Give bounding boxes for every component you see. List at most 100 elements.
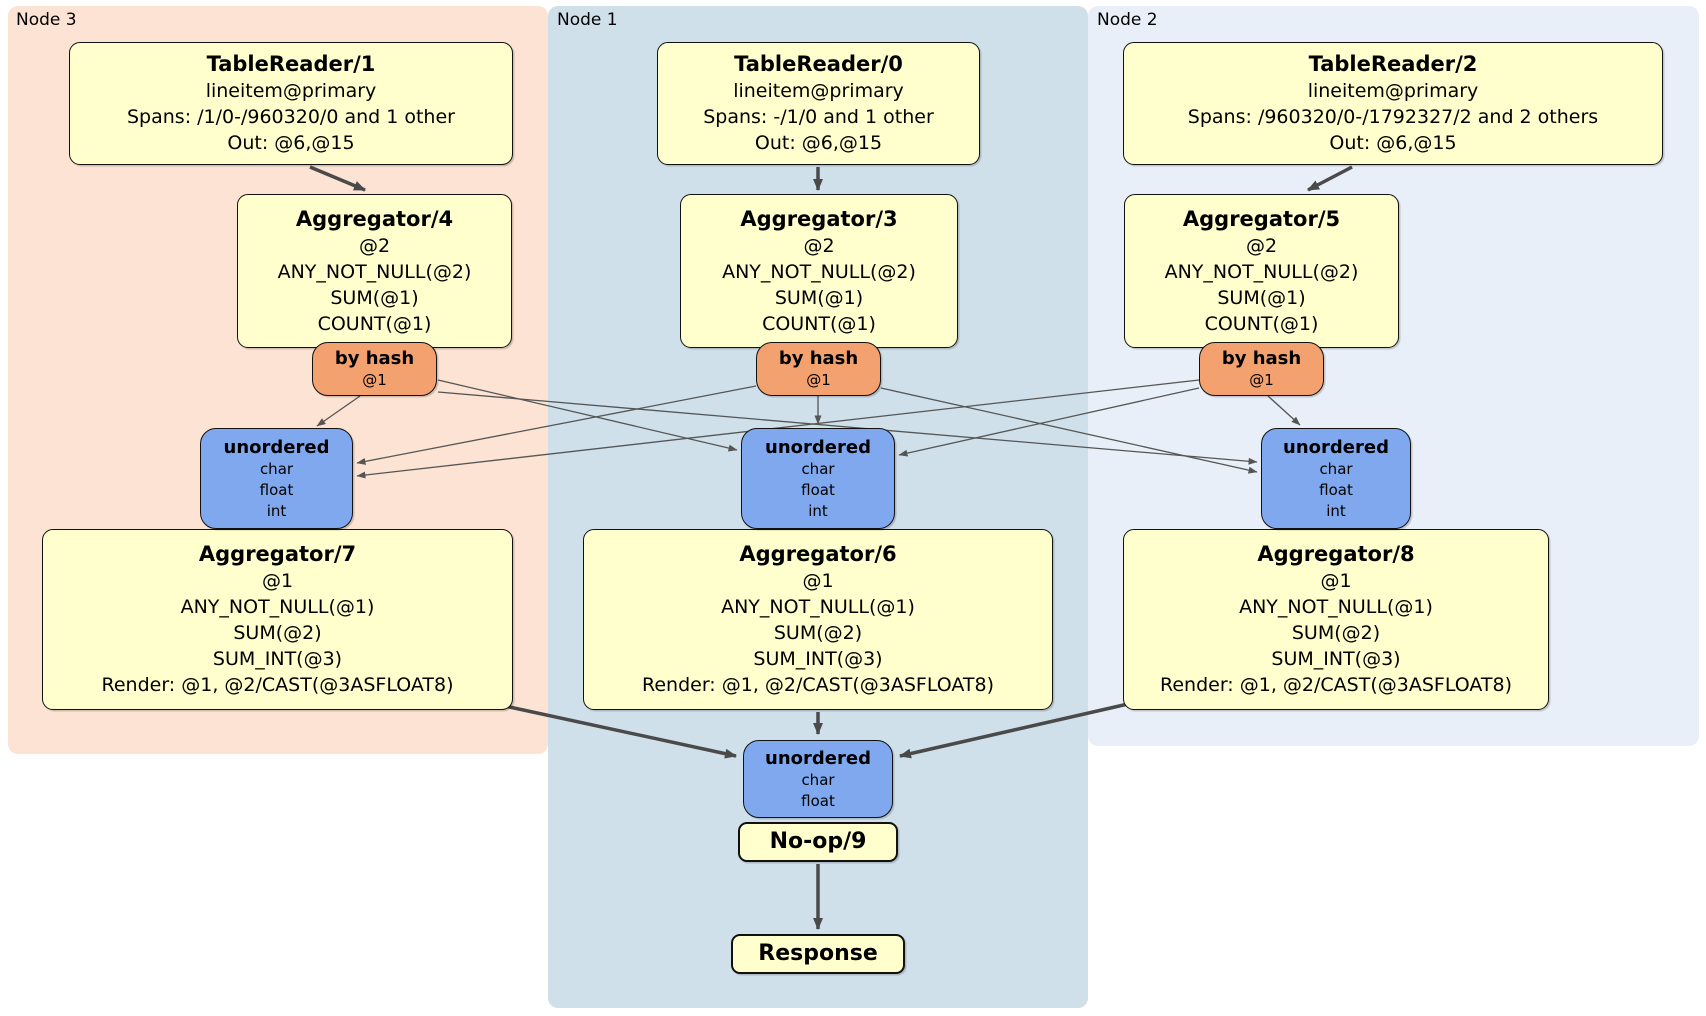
box-line: ANY_NOT_NULL(@2)	[277, 260, 472, 283]
processor-aggregator-7: Aggregator/7 @1 ANY_NOT_NULL(@1) SUM(@2)…	[42, 529, 513, 710]
box-line: lineitem@primary	[1307, 80, 1479, 102]
box-line: SUM_INT(@3)	[753, 648, 883, 670]
processor-tablereader-2: TableReader/2 lineitem@primary Spans: /9…	[1123, 42, 1663, 165]
box-line: SUM(@2)	[233, 622, 322, 644]
box-title: TableReader/1	[206, 52, 376, 76]
box-title: Aggregator/6	[739, 542, 897, 566]
processor-aggregator-6: Aggregator/6 @1 ANY_NOT_NULL(@1) SUM(@2)…	[583, 529, 1053, 710]
box-line: @1	[261, 570, 294, 592]
box-line: Spans: /960320/0-/1792327/2 and 2 others	[1187, 106, 1599, 128]
box-line: @2	[1245, 234, 1278, 257]
box-line: Spans: -/1/0 and 1 other	[703, 106, 934, 128]
sync-unordered-node2: unordered char float int	[1261, 428, 1411, 529]
processor-aggregator-3: Aggregator/3 @2 ANY_NOT_NULL(@2) SUM(@1)…	[680, 194, 958, 348]
box-title: No-op/9	[769, 829, 867, 854]
processor-aggregator-8: Aggregator/8 @1 ANY_NOT_NULL(@1) SUM(@2)…	[1123, 529, 1549, 710]
box-line: float	[801, 791, 835, 810]
box-line: SUM_INT(@3)	[212, 648, 343, 670]
edge-byhash1-uno3	[356, 385, 757, 465]
box-title: unordered	[1283, 436, 1389, 458]
router-by-hash-node1: by hash @1	[756, 342, 881, 396]
box-title: by hash	[778, 348, 859, 369]
box-line: lineitem@primary	[205, 80, 377, 102]
router-by-hash-node3: by hash @1	[312, 342, 437, 396]
box-line: Out: @6,@15	[1329, 132, 1457, 154]
router-by-hash-node2: by hash @1	[1199, 342, 1324, 396]
edge-agg7-unordered-final	[504, 704, 737, 759]
box-line: @1	[362, 371, 387, 389]
box-line: int	[808, 501, 828, 520]
box-title: unordered	[223, 436, 330, 458]
box-line: ANY_NOT_NULL(@2)	[722, 260, 916, 283]
processor-noop-9: No-op/9	[738, 822, 898, 862]
box-line: lineitem@primary	[733, 80, 904, 102]
box-line: COUNT(@1)	[762, 312, 876, 335]
edge-tr1-agg4	[309, 165, 366, 192]
edge-tr2-agg5	[1307, 165, 1353, 192]
box-line: float	[259, 480, 294, 499]
cluster-label-node-2: Node 2	[1097, 10, 1158, 30]
box-title: TableReader/2	[1308, 52, 1478, 76]
box-line: char	[801, 459, 835, 478]
box-title: unordered	[765, 747, 871, 769]
box-title: by hash	[1221, 348, 1302, 369]
box-line: char	[1319, 459, 1353, 478]
box-line: @1	[1320, 570, 1352, 592]
box-line: SUM(@2)	[1291, 622, 1381, 644]
processor-tablereader-0: TableReader/0 lineitem@primary Spans: -/…	[657, 42, 980, 165]
box-line: SUM_INT(@3)	[1271, 648, 1401, 670]
edge-byhash2-uno2	[1267, 395, 1301, 426]
box-line: ANY_NOT_NULL(@1)	[1239, 596, 1433, 618]
box-line: Spans: /1/0-/960320/0 and 1 other	[127, 106, 455, 128]
box-line: SUM(@1)	[330, 286, 419, 309]
box-title: Aggregator/8	[1257, 542, 1415, 566]
box-line: SUM(@2)	[773, 622, 863, 644]
edge-byhash1-uno2	[880, 387, 1258, 474]
box-line: Out: @6,@15	[754, 132, 883, 154]
box-line: @2	[803, 234, 835, 257]
box-line: ANY_NOT_NULL(@1)	[721, 596, 915, 618]
box-line: COUNT(@1)	[317, 312, 432, 335]
cluster-label-node-1: Node 1	[557, 10, 618, 30]
box-line: char	[801, 770, 835, 789]
box-title: TableReader/0	[734, 52, 903, 76]
box-line: float	[801, 480, 835, 499]
box-line: int	[266, 501, 287, 520]
box-line: SUM(@1)	[774, 286, 864, 309]
edge-agg8-unordered-final	[899, 702, 1129, 759]
sync-unordered-node3: unordered char float int	[200, 428, 353, 529]
box-line: @1	[1249, 371, 1274, 389]
box-title: by hash	[334, 348, 415, 369]
cluster-label-node-3: Node 3	[16, 10, 77, 30]
box-line: Render: @1, @2/CAST(@3ASFLOAT8)	[101, 674, 454, 696]
box-line: float	[1319, 480, 1353, 499]
final-response: Response	[731, 934, 905, 974]
box-line: @1	[802, 570, 834, 592]
box-title: Aggregator/5	[1182, 206, 1341, 231]
box-line: ANY_NOT_NULL(@1)	[180, 596, 375, 618]
box-line: SUM(@1)	[1217, 286, 1306, 309]
box-title: Aggregator/3	[740, 206, 898, 231]
edge-byhash2-uno1	[898, 387, 1200, 457]
processor-aggregator-4: Aggregator/4 @2 ANY_NOT_NULL(@2) SUM(@1)…	[237, 194, 512, 348]
box-line: ANY_NOT_NULL(@2)	[1164, 260, 1359, 283]
box-line: char	[259, 459, 294, 478]
box-line: @2	[358, 234, 391, 257]
sync-unordered-final: unordered char float	[743, 740, 893, 818]
edge-byhash3-uno1	[437, 379, 738, 452]
edge-byhash3-uno2	[437, 391, 1258, 465]
sync-unordered-node1: unordered char float int	[741, 428, 895, 529]
box-line: int	[1326, 501, 1346, 520]
box-title: unordered	[765, 436, 871, 458]
box-line: COUNT(@1)	[1204, 312, 1319, 335]
box-line: Out: @6,@15	[227, 132, 355, 154]
box-line: @1	[806, 371, 831, 389]
box-line: Render: @1, @2/CAST(@3ASFLOAT8)	[1160, 674, 1512, 696]
processor-aggregator-5: Aggregator/5 @2 ANY_NOT_NULL(@2) SUM(@1)…	[1124, 194, 1399, 348]
box-title: Aggregator/4	[295, 206, 454, 231]
box-title: Response	[758, 941, 878, 966]
box-title: Aggregator/7	[198, 542, 357, 566]
box-line: Render: @1, @2/CAST(@3ASFLOAT8)	[642, 674, 994, 696]
processor-tablereader-1: TableReader/1 lineitem@primary Spans: /1…	[69, 42, 513, 165]
